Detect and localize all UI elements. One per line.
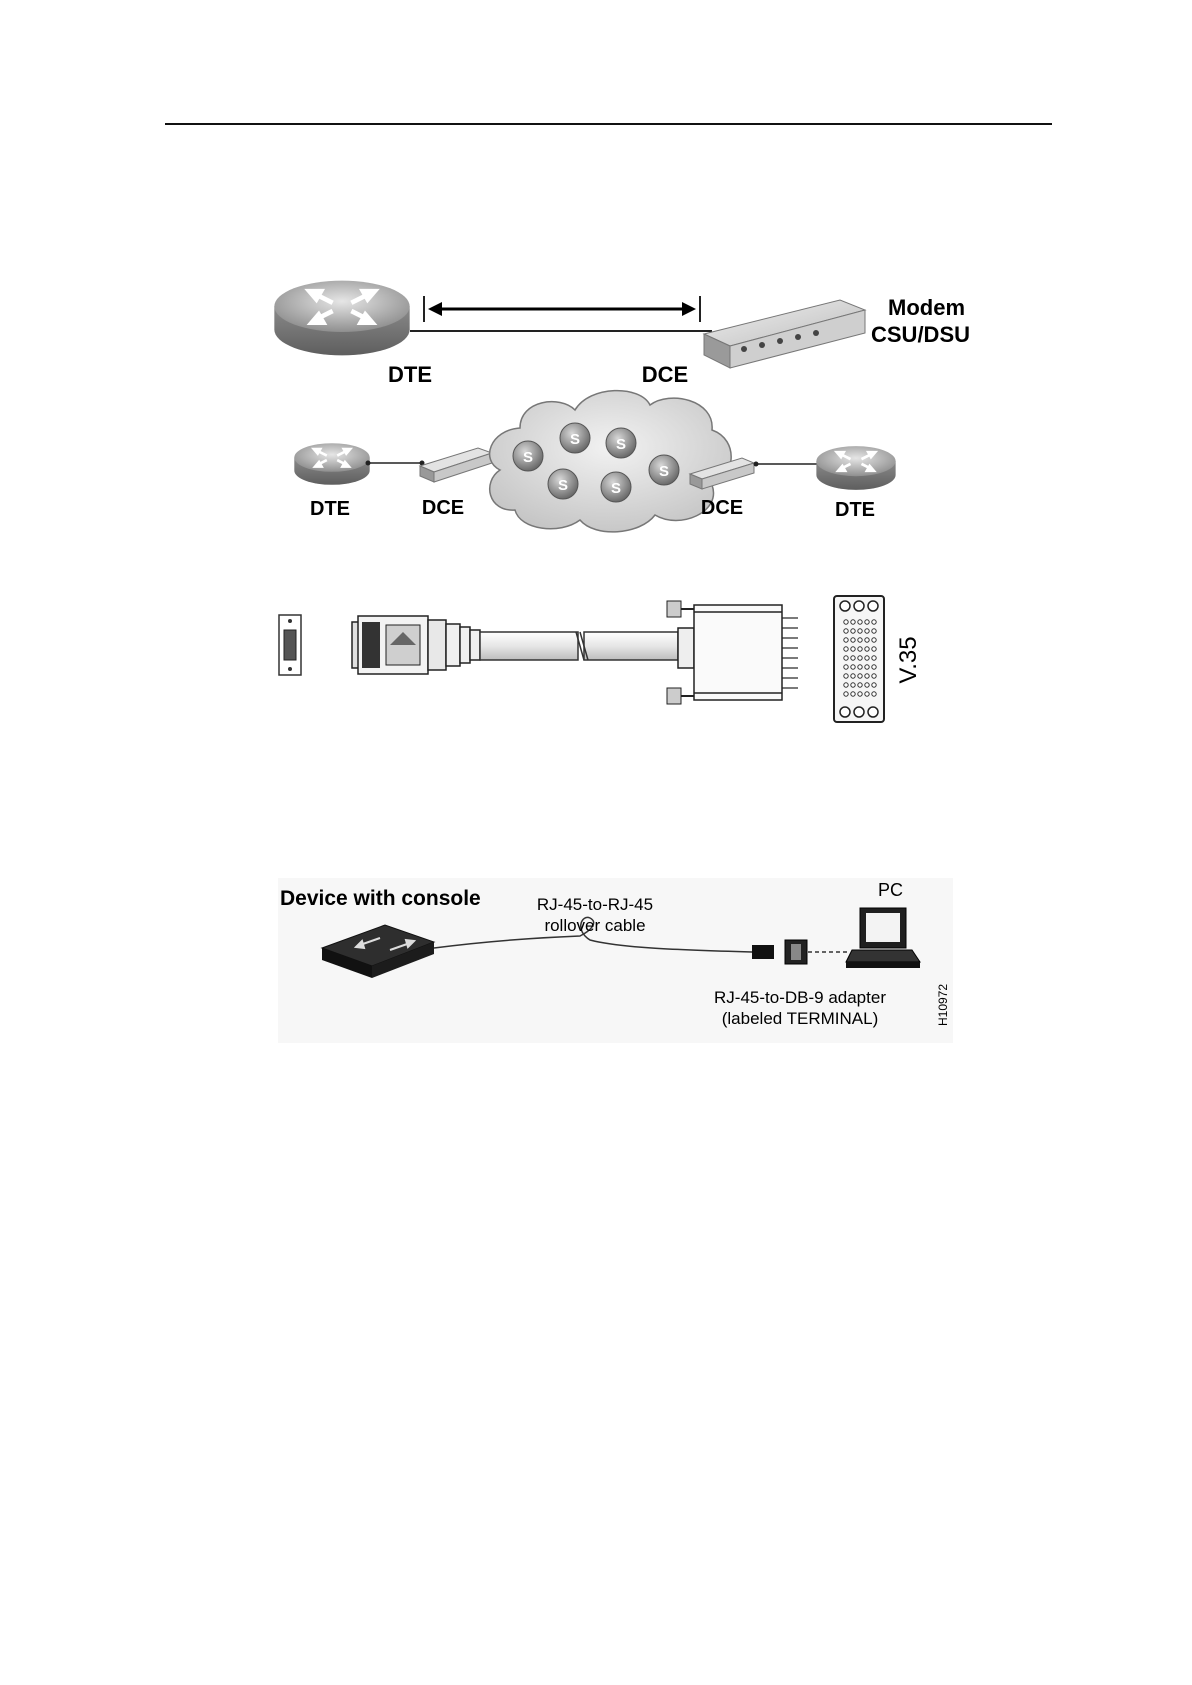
left-router-icon — [294, 443, 369, 485]
left-dte-label: DTE — [310, 498, 350, 520]
adapter-label-line2: (labeled TERMINAL) — [722, 1009, 879, 1028]
svg-text:S: S — [523, 449, 533, 466]
right-router-icon — [816, 446, 895, 490]
svg-text:S: S — [616, 436, 626, 453]
right-dte-label: DTE — [835, 499, 875, 521]
csu-dsu-label: CSU/DSU — [871, 322, 970, 347]
switch-node-icon: S — [606, 428, 636, 458]
smart-serial-connector-icon — [352, 616, 480, 674]
figure-dte-dce-modem: DTE DCE Modem CSU/DSU — [274, 281, 970, 387]
pc-label: PC — [878, 880, 903, 900]
figure-console-cable: Device with console RJ-45-to-RJ-45 — [278, 878, 953, 1043]
link-dot — [366, 461, 371, 466]
router-icon — [274, 281, 409, 356]
v35-connector-face-icon — [834, 596, 884, 722]
figure-wan-cloud: S S S S S S — [294, 391, 895, 532]
svg-text:S: S — [558, 477, 568, 494]
adapter-label-line1: RJ-45-to-DB-9 adapter — [714, 988, 886, 1007]
switch-node-icon: S — [560, 423, 590, 453]
right-dce-label: DCE — [701, 497, 743, 519]
db9-adapter-icon — [785, 940, 807, 964]
switch-node-icon: S — [513, 441, 543, 471]
left-csu-icon — [420, 448, 492, 482]
modem-label: Modem — [888, 295, 965, 320]
span-arrow-icon — [428, 302, 696, 316]
dte-label: DTE — [388, 362, 432, 387]
link-dot — [754, 462, 759, 467]
svg-text:S: S — [611, 480, 621, 497]
cable-label-line2: rollover cable — [544, 916, 645, 935]
figure-id-label: H10972 — [936, 984, 950, 1026]
v35-label: V.35 — [895, 636, 922, 683]
switch-node-icon: S — [601, 472, 631, 502]
modem-icon — [704, 300, 865, 368]
device-with-console-label: Device with console — [280, 887, 481, 910]
v35-male-connector-icon — [667, 601, 798, 704]
figure-v35-cable: V.35 — [279, 596, 922, 722]
svg-text:S: S — [570, 431, 580, 448]
switch-node-icon: S — [548, 469, 578, 499]
port-icon — [279, 615, 301, 675]
cable-label-line1: RJ-45-to-RJ-45 — [537, 895, 653, 914]
rj45-plug-icon — [752, 945, 774, 959]
svg-text:S: S — [659, 463, 669, 480]
switch-node-icon: S — [649, 455, 679, 485]
cable-body — [480, 632, 678, 660]
dce-label: DCE — [642, 362, 688, 387]
left-dce-label: DCE — [422, 497, 464, 519]
